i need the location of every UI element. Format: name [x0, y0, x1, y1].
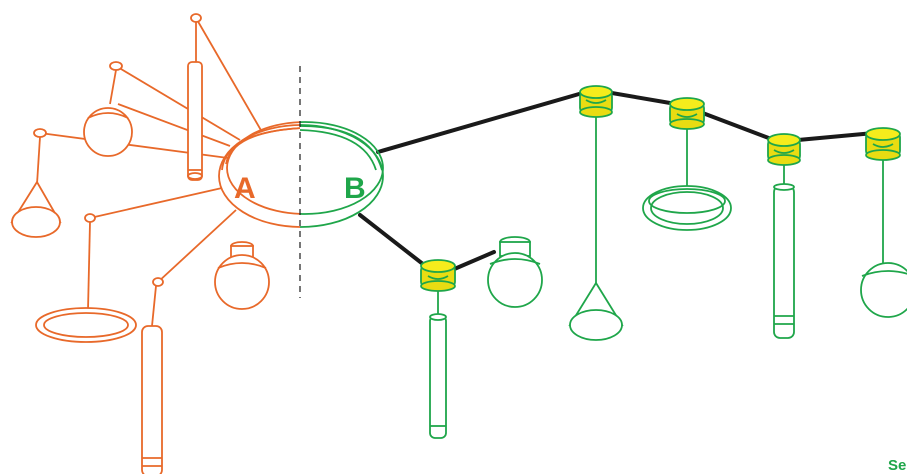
yellow-canopy-4	[865, 127, 901, 263]
option-b-group	[300, 85, 907, 439]
yellow-canopy-5	[420, 259, 456, 318]
ring-pendant-a	[35, 213, 137, 343]
option-b-label: B	[344, 172, 366, 205]
yellow-canopy-1	[579, 85, 613, 283]
option-b-cables	[358, 90, 876, 272]
canopy-b-right-half	[300, 121, 384, 228]
globe-pendant-a	[83, 61, 133, 157]
globe-pendant-b	[860, 262, 907, 318]
tube-pendant-a-bottom	[141, 277, 164, 474]
option-a-wires	[39, 17, 263, 283]
dome-pendant-b	[487, 236, 543, 308]
option-a-label: A	[234, 172, 256, 205]
yellow-canopy-2	[669, 97, 705, 190]
tube-pendant-b-lower	[429, 313, 447, 439]
ring-pendant-b	[642, 185, 732, 231]
tube-pendant-a-top	[187, 13, 203, 181]
dome-pendant-a	[214, 241, 270, 310]
tube-pendant-b-right	[773, 183, 795, 339]
corner-text: Se	[888, 457, 906, 474]
option-a-group	[10, 13, 300, 474]
canopy-a-left-half	[218, 121, 300, 228]
cone-pendant-a	[10, 128, 62, 238]
yellow-canopy-3	[767, 133, 801, 186]
cone-pendant-b	[568, 281, 624, 341]
